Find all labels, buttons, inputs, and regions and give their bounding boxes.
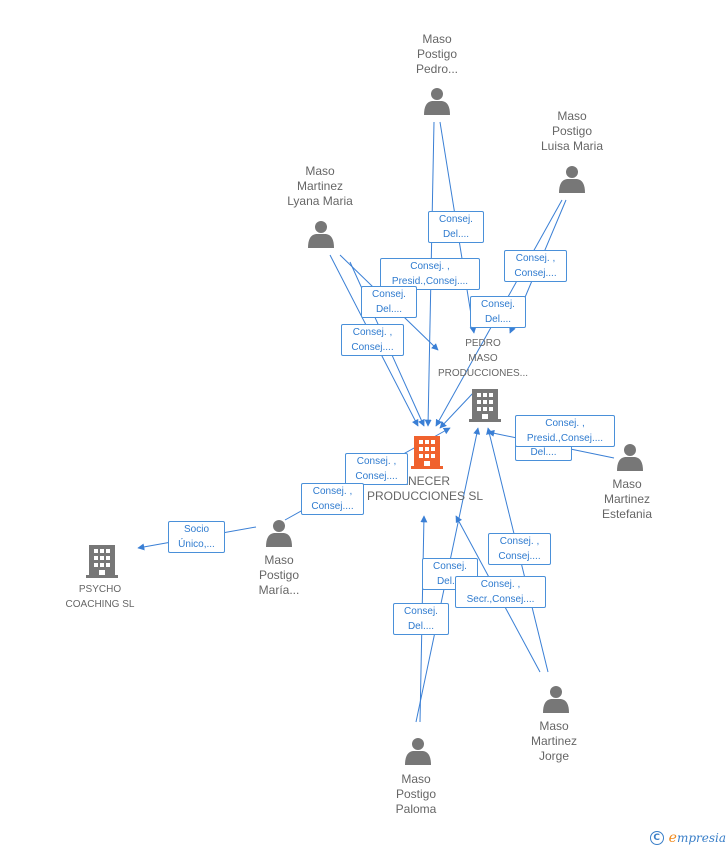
person-label-paloma[interactable]: Maso Postigo Paloma (395, 772, 437, 816)
role-label[interactable]: Consej. , Consej.... (301, 483, 364, 515)
role-label[interactable]: Socio Único,... (168, 521, 225, 553)
company-label-anecer[interactable]: ANECER PRODUCCIONES SL (366, 474, 484, 503)
person-icon[interactable] (405, 738, 431, 765)
person-label-luisa[interactable]: Maso Postigo Luisa Maria (540, 109, 604, 153)
role-label[interactable]: Consej. Del.... (361, 286, 417, 318)
person-icon[interactable] (543, 686, 569, 713)
person-icon[interactable] (617, 444, 643, 471)
person-icon[interactable] (424, 88, 450, 115)
company-label-pedro-maso-producciones[interactable]: PEDRO MASO PRODUCCIONES... (437, 338, 528, 379)
role-label[interactable]: Consej. , Consej.... (504, 250, 567, 282)
brand-name: mpresia (676, 831, 726, 845)
role-label[interactable]: Consej. , Consej.... (341, 324, 404, 356)
building-icon[interactable] (86, 545, 118, 578)
role-label[interactable]: Consej. , Secr.,Consej.... (455, 576, 546, 608)
role-label[interactable]: Consej. Del.... (428, 211, 484, 243)
person-label-lyana[interactable]: Maso Martinez Lyana Maria (287, 164, 353, 208)
copyright-icon: C (649, 831, 664, 845)
role-label[interactable]: Consej. , Presid.,Consej.... (515, 415, 615, 447)
edge-pmp-anecer (439, 391, 475, 429)
company-label-psycho-coaching[interactable]: PSYCHO COACHING SL (65, 584, 135, 610)
role-label[interactable]: Consej. , Presid.,Consej.... (380, 258, 480, 290)
footer-brand[interactable]: C e mpresia (649, 830, 726, 846)
role-label[interactable]: Consej. Del.... (393, 603, 449, 635)
person-icon[interactable] (266, 520, 292, 547)
person-label-jorge[interactable]: Maso Martinez Jorge (530, 719, 577, 763)
person-icon[interactable] (559, 166, 585, 193)
person-icon[interactable] (308, 221, 334, 248)
building-icon[interactable] (469, 389, 501, 422)
person-label-maria[interactable]: Maso Postigo María... (258, 553, 300, 597)
role-label[interactable]: Consej. , Consej.... (488, 533, 551, 565)
brand-initial: e (668, 830, 677, 846)
role-label[interactable]: Consej. Del.... (470, 296, 526, 328)
role-label[interactable]: Consej. , Consej.... (345, 453, 408, 485)
person-label-estefania[interactable]: Maso Martinez Estefania (601, 477, 653, 521)
person-label-pedro[interactable]: Maso Postigo Pedro... (415, 32, 459, 76)
person-icons (266, 88, 643, 765)
main-company-building-icon[interactable] (411, 436, 443, 469)
